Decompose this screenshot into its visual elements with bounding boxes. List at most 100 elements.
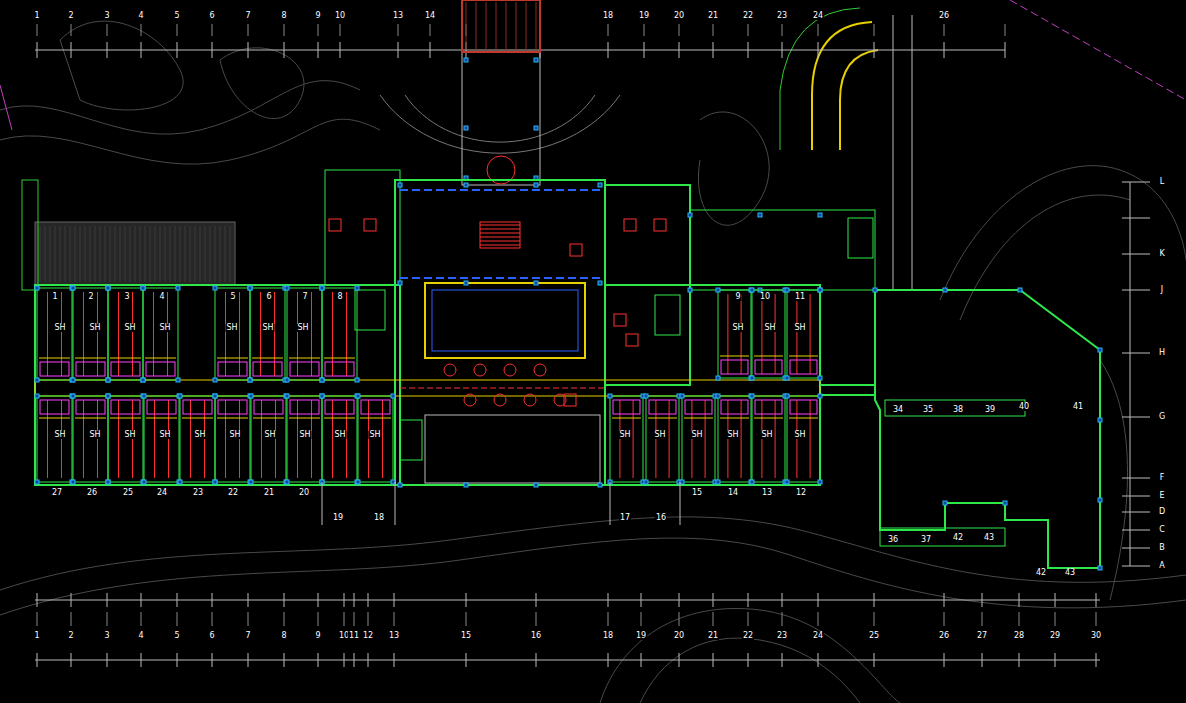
column-symbol [71,378,75,382]
road-curve [840,50,878,150]
room-tag: SH [690,431,703,439]
grid-label: C [1158,526,1166,534]
grid-label: 19 [332,514,344,522]
column-symbol [355,286,359,290]
column-symbol [35,286,39,290]
room-tag: SH [298,431,311,439]
grid-label: 3 [103,632,110,640]
fixture-line [83,400,84,478]
service-outline [690,210,875,290]
fixture-line [741,400,742,478]
grid-label: 7 [244,632,251,640]
room-outline [322,396,357,482]
grid-label: 43 [983,534,995,542]
grid-label: 6 [208,12,215,20]
grid-tick [107,24,108,36]
wing-outline [605,285,820,485]
grid-label: 27 [51,489,63,497]
fixture-line [132,400,133,478]
column-symbol [873,288,877,292]
grid-label: 4 [158,293,165,301]
column-symbol [320,394,324,398]
room-outline [180,396,215,482]
dimension-tick [107,593,108,607]
dimension-tick [713,593,714,607]
fixture-line [810,400,811,478]
column-symbol [749,288,753,292]
grid-tick [466,612,467,626]
dimension-tick [608,42,609,58]
paving-hatch [70,226,71,282]
paving-hatch [180,226,181,282]
dimension-tick [368,653,369,667]
fixture-symbol [570,244,582,256]
grid-label: B [1158,544,1166,552]
paving-hatch [80,226,81,282]
room-tag: SH [763,324,776,332]
dimension-tick [1122,218,1150,219]
paving-hatch [190,226,191,282]
grid-tick [430,24,431,36]
column-symbol [598,183,602,187]
grid-tick [398,24,399,36]
dimension-line [35,660,1100,661]
column-symbol [248,286,252,290]
fixture-line [761,294,762,374]
room-line [182,418,213,419]
grid-tick [212,24,213,36]
room-line [289,418,320,419]
paving-hatch [90,226,91,282]
room-tag: SH [296,324,309,332]
grid-label: 7 [244,12,251,20]
dimension-tick [177,593,178,607]
fixture-line [168,400,169,478]
column-symbol [716,376,720,380]
grid-label: 22 [742,12,754,20]
room-outline [752,290,785,378]
column-symbol [716,394,720,398]
grid-tick [318,612,319,626]
paving-hatch [105,226,106,282]
dimension-tick [679,653,680,667]
grid-tick [71,612,72,626]
dimension-tick [340,42,341,58]
bath-fixture [613,400,640,414]
column-symbol [320,378,324,382]
room-outline [144,396,179,482]
fixture-line [204,400,205,478]
grid-tick [944,612,945,626]
fixture-line [118,400,119,478]
canopy-hatch [476,2,477,50]
bath-fixture [253,362,282,376]
column-symbol [1098,498,1102,502]
room-outline [718,396,751,482]
contour-line [698,112,769,225]
dimension-tick [874,593,875,607]
column-symbol [608,394,612,398]
dimension-tick [141,42,142,58]
column-symbol [213,378,217,382]
column-symbol [598,281,602,285]
stair-outline [655,295,680,335]
column-symbol [391,480,395,484]
room-outline [108,288,143,380]
room-line [145,358,176,359]
grid-label: 9 [314,632,321,640]
corridor-band [35,380,820,396]
paving-hatch [205,226,206,282]
dimension-tick [344,593,345,607]
dimension-tick [71,593,72,607]
fixture-line [239,292,240,376]
fixture-line [796,400,797,478]
dimension-tick [608,653,609,667]
grid-label: 3 [123,293,130,301]
grid-label: 42 [1035,569,1047,577]
bath-fixture [685,400,712,414]
paving-hatch [195,226,196,282]
dimension-tick [944,593,945,607]
grid-label: 40 [1018,403,1030,411]
grid-tick [608,612,609,626]
property-line [0,85,12,130]
dimension-tick [284,593,285,607]
grid-label: 24 [812,632,824,640]
